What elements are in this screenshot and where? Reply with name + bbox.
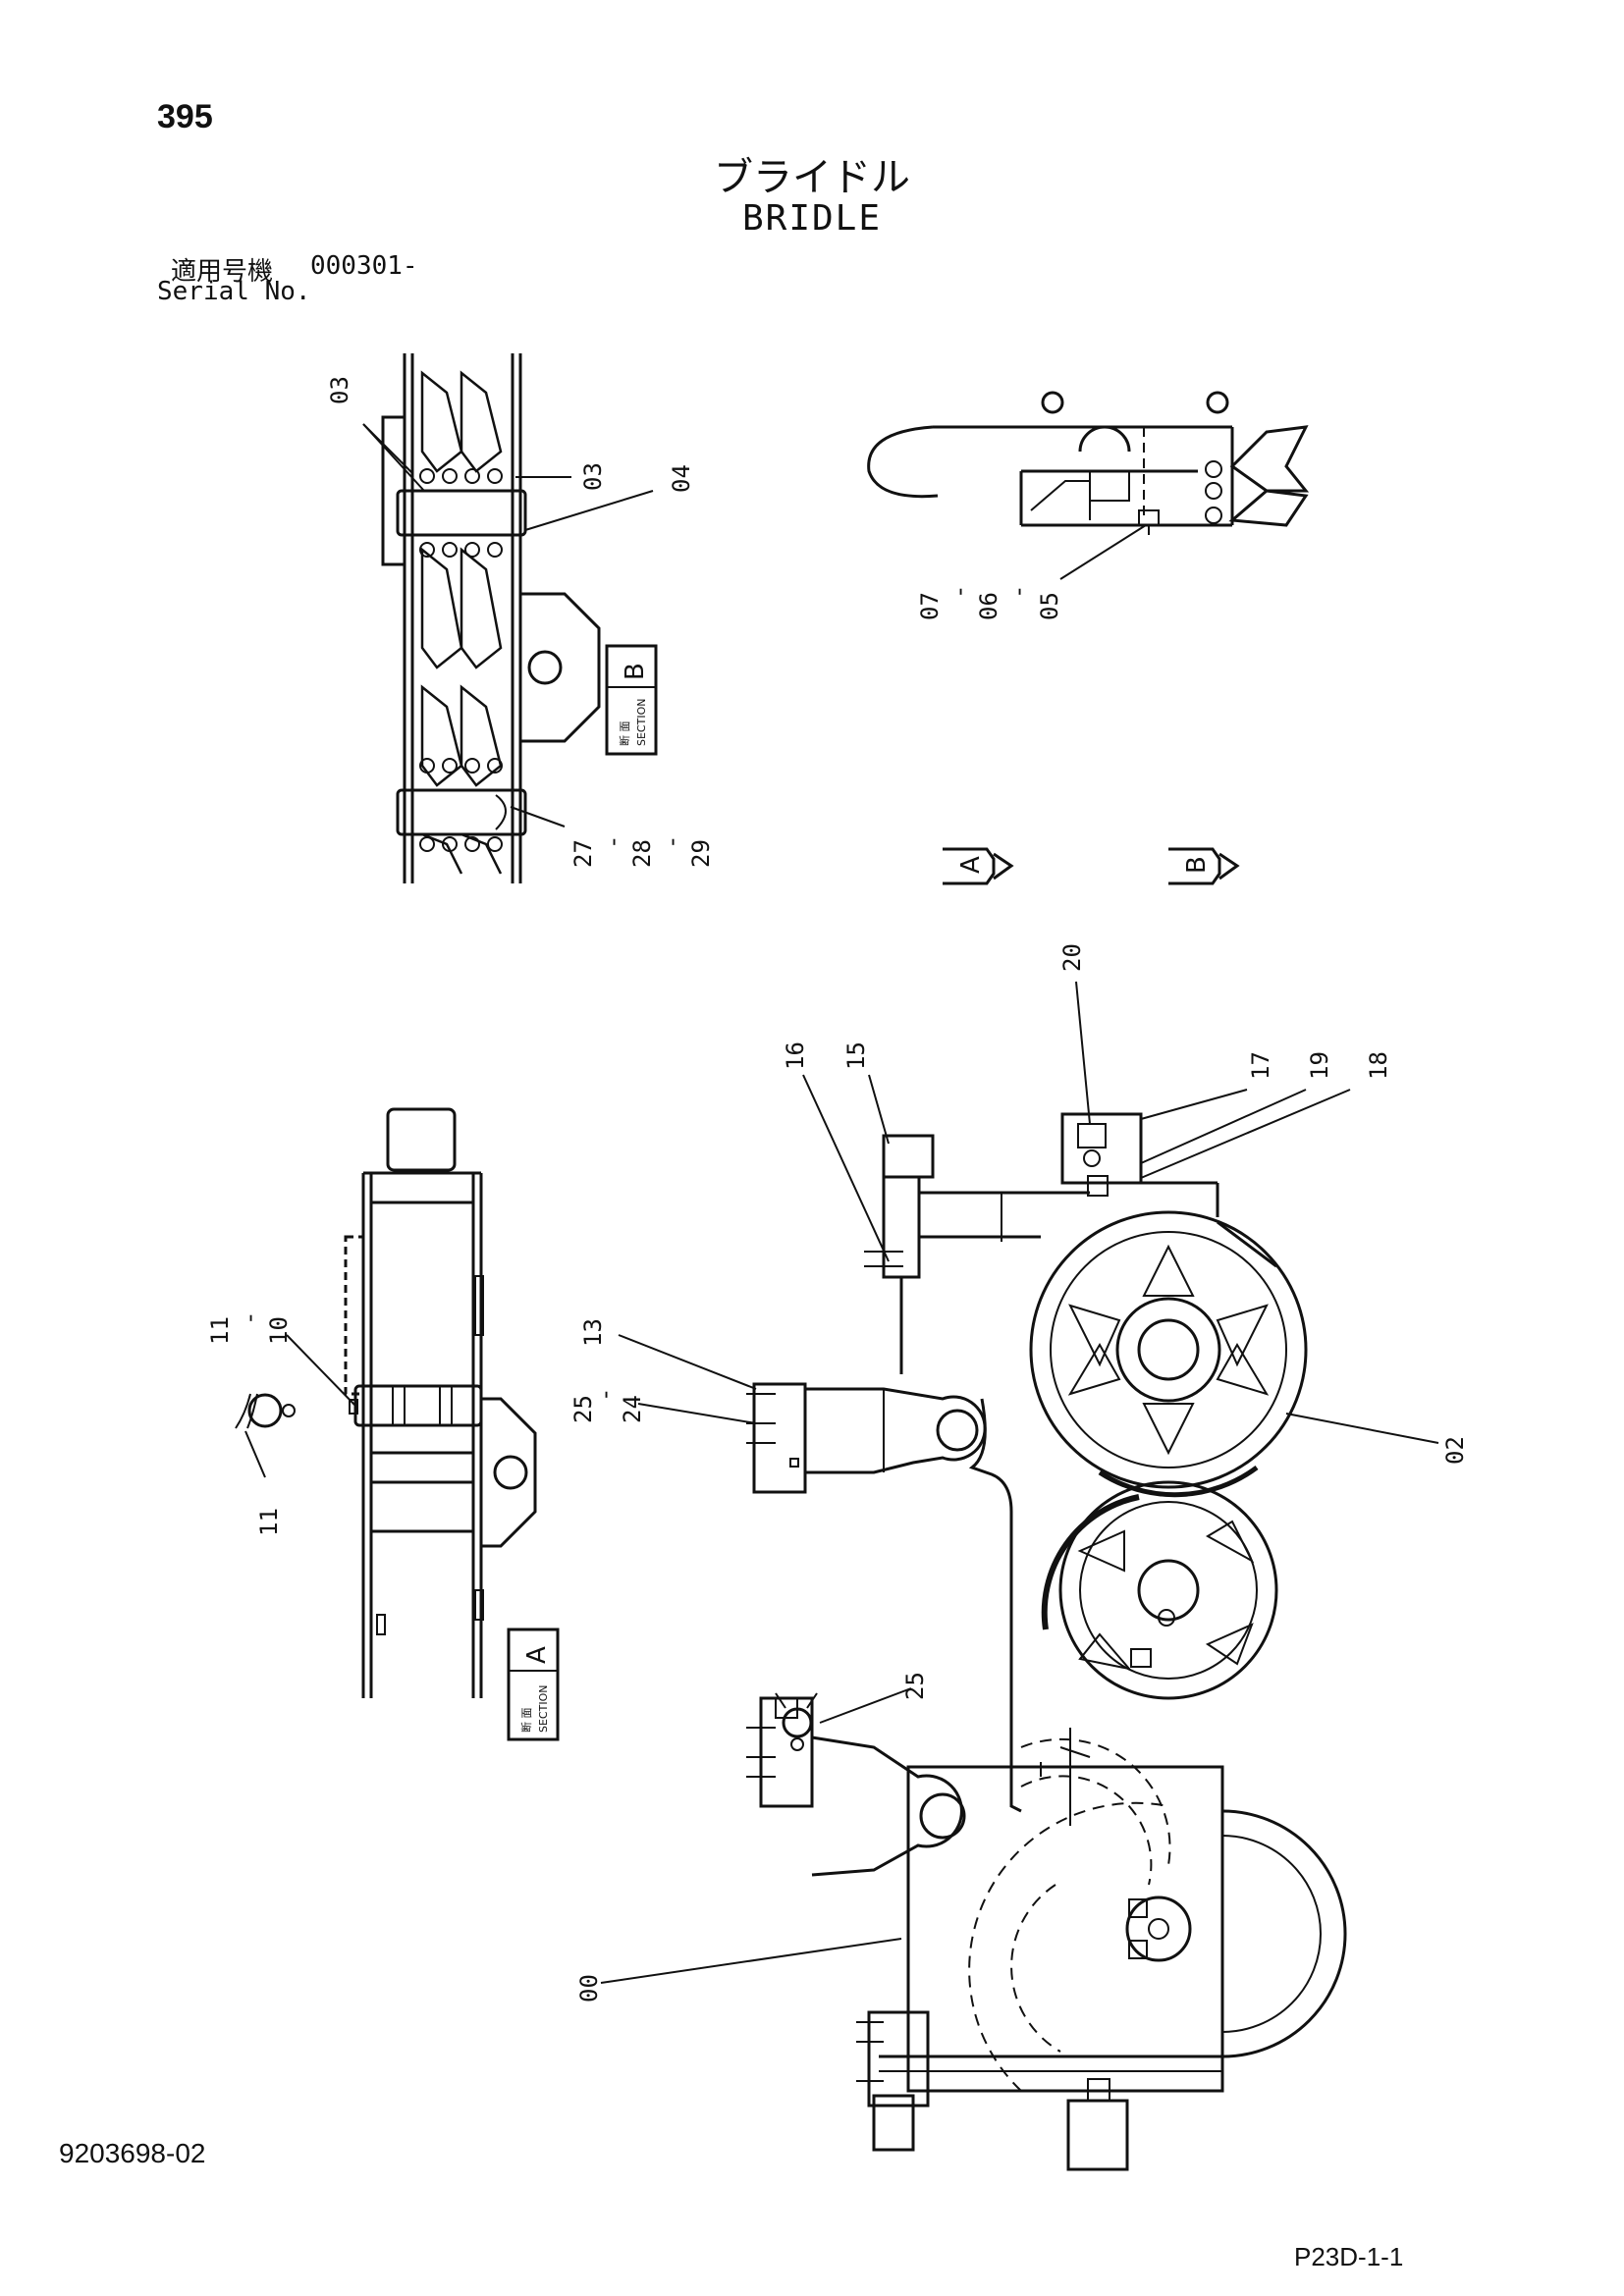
serial-label-english: Serial No. xyxy=(157,277,311,306)
serial-label-japanese: 適用号機 xyxy=(171,257,274,287)
label-dash: - xyxy=(591,1388,619,1402)
label-04: 04 xyxy=(668,464,695,493)
label-00: 00 xyxy=(575,1974,603,2002)
section-b-caption-jp: 断 面 xyxy=(618,721,631,747)
label-24: 24 xyxy=(619,1395,646,1423)
label-06: 06 xyxy=(975,592,1002,620)
label-25-a: 25 xyxy=(569,1395,597,1423)
serial-number-value: 000301- xyxy=(310,251,418,281)
label-07: 07 xyxy=(916,592,944,620)
page-number: 395 xyxy=(157,98,213,135)
section-a-tag: SECTION 断 面 A xyxy=(507,1628,560,1741)
label-15: 15 xyxy=(842,1041,870,1070)
label-03-b: 03 xyxy=(579,462,607,491)
section-a-view xyxy=(344,1107,537,1698)
label-20: 20 xyxy=(1058,943,1086,972)
view-arrow-a-letter: A xyxy=(956,856,986,874)
section-a-caption-jp: 断 面 xyxy=(519,1708,533,1734)
section-b-view xyxy=(381,353,601,883)
document-number: 9203698-02 xyxy=(59,2138,206,2168)
label-19: 19 xyxy=(1306,1051,1333,1080)
label-03-a: 03 xyxy=(326,376,353,404)
section-b-letter: B xyxy=(621,663,650,680)
section-a-letter: A xyxy=(522,1646,552,1664)
label-02: 02 xyxy=(1441,1436,1469,1465)
label-27: 27 xyxy=(569,839,597,868)
top-right-sheave-detail xyxy=(867,391,1310,535)
label-dash: - xyxy=(599,835,626,849)
main-bridle-assembly xyxy=(746,1112,1347,2171)
view-arrow-b: B xyxy=(1168,847,1240,885)
label-18: 18 xyxy=(1365,1051,1392,1080)
label-16: 16 xyxy=(782,1041,809,1070)
section-a-caption: SECTION xyxy=(537,1685,550,1733)
label-dash: - xyxy=(236,1311,263,1325)
label-13: 13 xyxy=(579,1318,607,1347)
r-pin-11 xyxy=(235,1393,296,1429)
title-english: BRIDLE xyxy=(741,198,883,239)
view-arrow-b-letter: B xyxy=(1182,856,1212,874)
label-dash: - xyxy=(1004,585,1032,599)
label-28: 28 xyxy=(628,839,656,868)
label-29: 29 xyxy=(687,839,715,868)
section-b-caption: SECTION xyxy=(635,699,648,746)
section-b-tag: SECTION 断 面 B xyxy=(605,644,658,756)
label-11-b: 11 xyxy=(255,1508,283,1536)
label-10: 10 xyxy=(265,1316,293,1345)
view-arrow-a: A xyxy=(943,847,1014,885)
page-reference: P23D-1-1 xyxy=(1294,2242,1404,2271)
label-05: 05 xyxy=(1036,592,1063,620)
label-25-b: 25 xyxy=(901,1672,929,1700)
label-11-a: 11 xyxy=(206,1316,234,1345)
label-dash: - xyxy=(946,585,973,599)
label-17: 17 xyxy=(1247,1051,1274,1080)
label-dash: - xyxy=(658,835,685,849)
title-japanese: ブライドル xyxy=(714,155,910,200)
